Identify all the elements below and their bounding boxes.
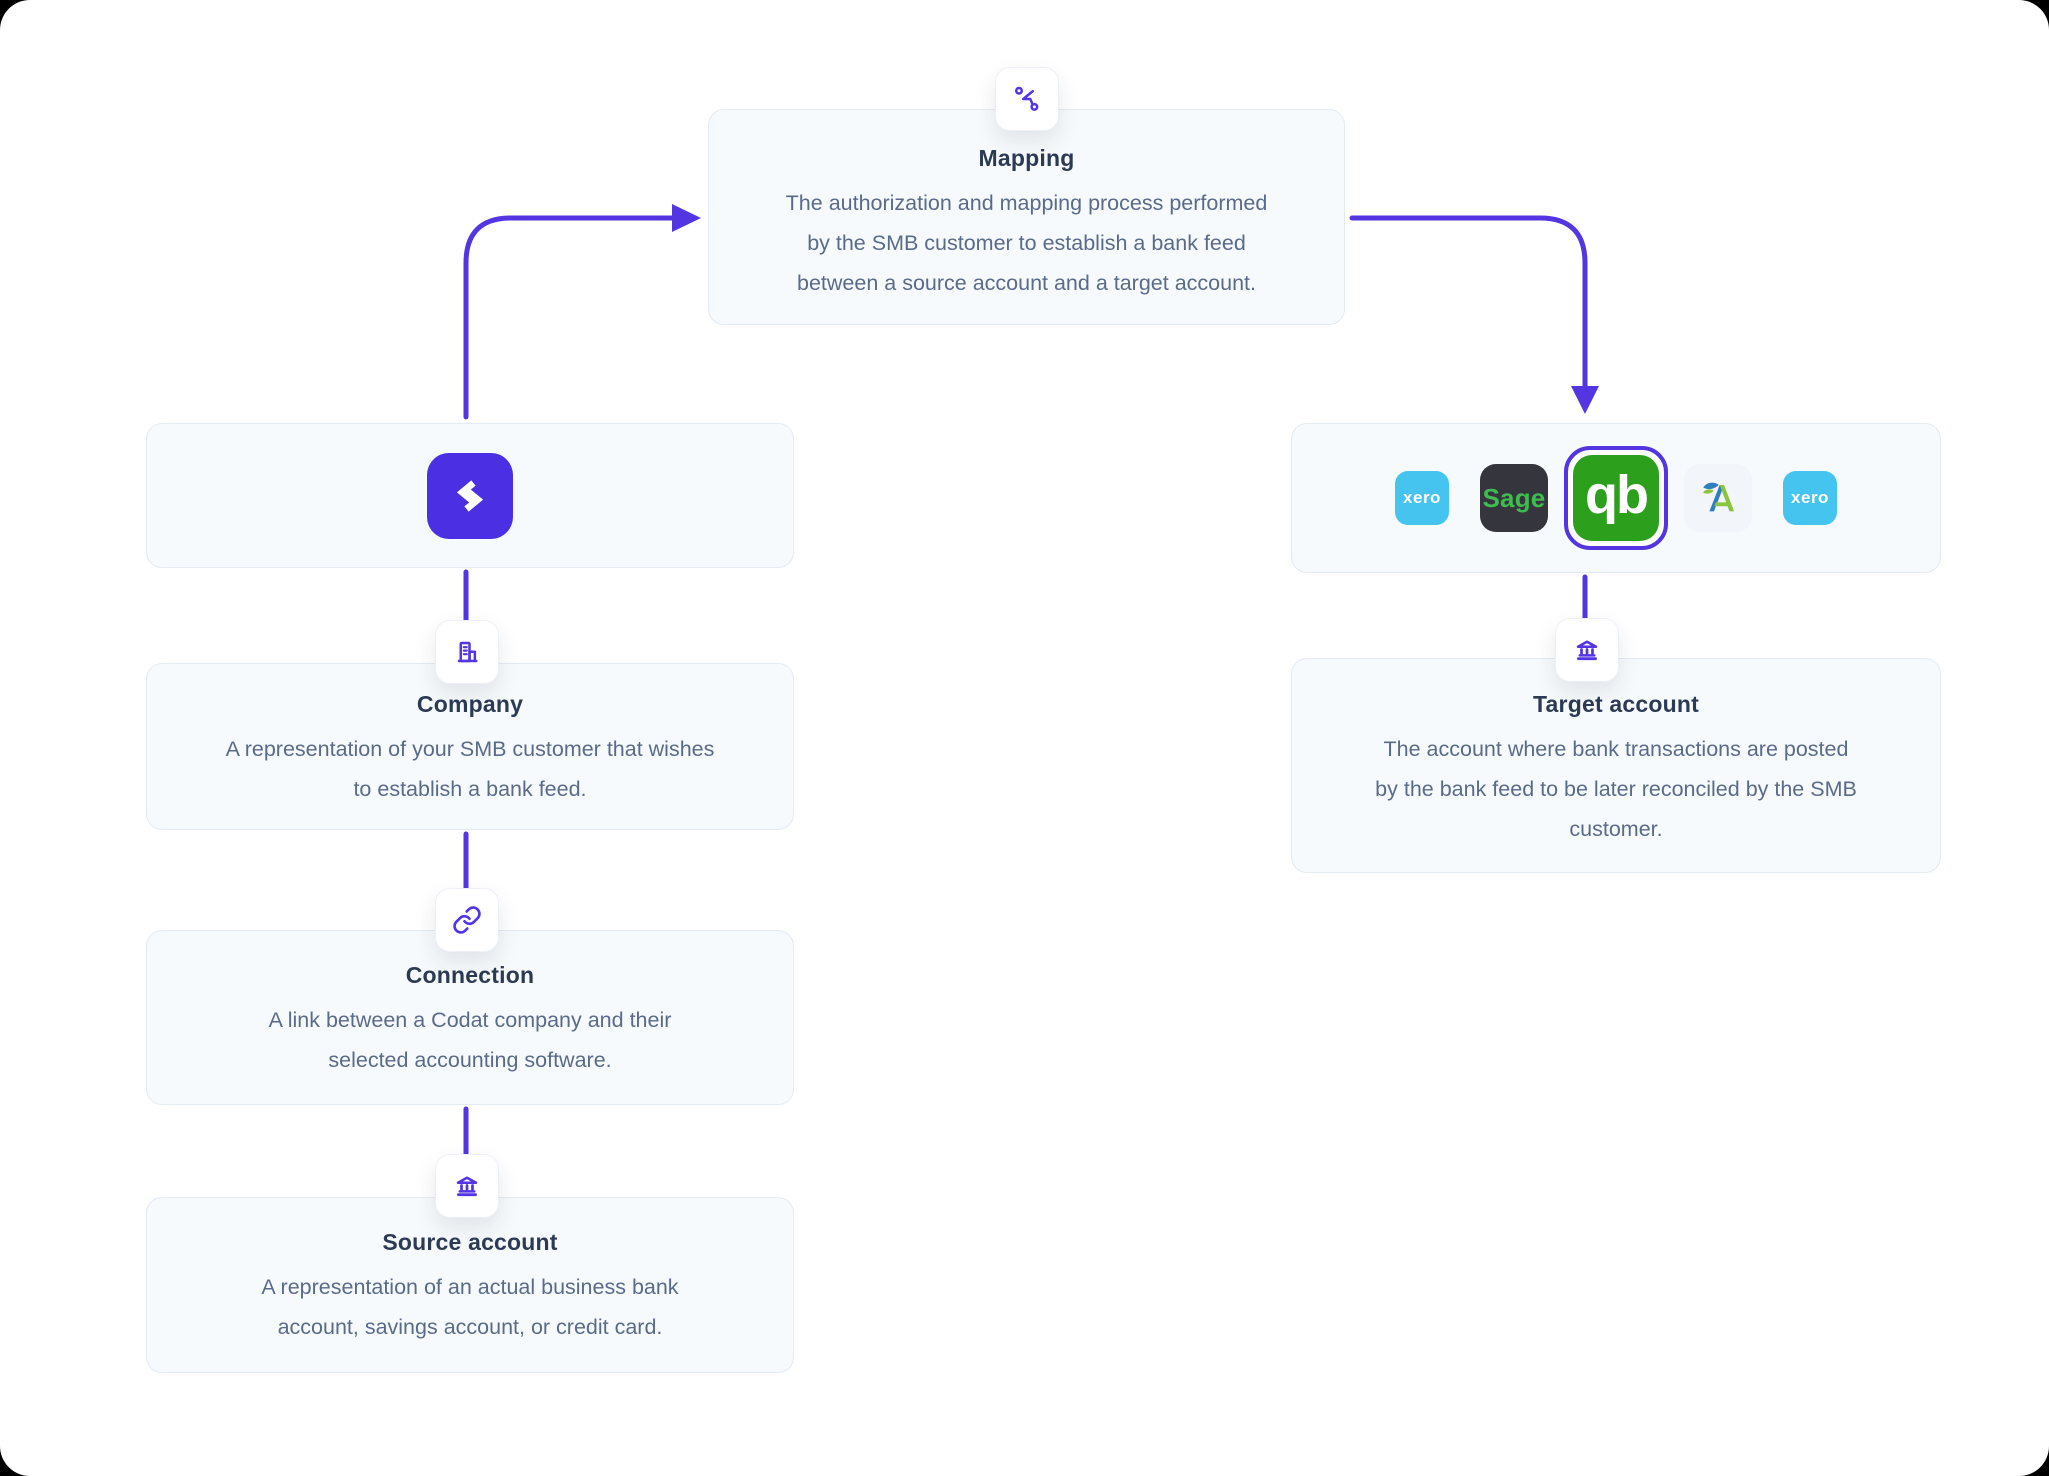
connection-description: A link between a Codat company and their…: [268, 1007, 672, 1072]
arrowhead-right-icon: [672, 204, 701, 232]
company-card: Company A representation of your SMB cus…: [146, 663, 794, 830]
mapping-icon-badge: [995, 67, 1059, 131]
xero-logo-text-2: xero: [1791, 488, 1829, 507]
connection-title: Connection: [405, 961, 535, 988]
arrowhead-down-icon: [1571, 386, 1599, 414]
target-account-card: Target account The account where bank tr…: [1291, 658, 1941, 873]
freeagent-logo-tile: [1684, 464, 1752, 532]
route-mapping-icon: [1014, 86, 1039, 111]
target-account-description: The account where bank transactions are …: [1375, 736, 1857, 841]
codat-logo: [427, 452, 513, 539]
source-account-title: Source account: [382, 1229, 558, 1255]
sage-logo-tile: Sage: [1480, 464, 1548, 532]
source-account-icon-badge: [435, 1154, 499, 1218]
company-description: A representation of your SMB customer th…: [225, 736, 715, 801]
quickbooks-logo-text: qb: [1585, 465, 1649, 525]
xero-logo-tile: xero: [1395, 471, 1449, 525]
connection-icon-badge: [435, 888, 499, 952]
quickbooks-logo-tile: qb: [1573, 455, 1659, 541]
building-icon: [457, 641, 478, 663]
bank-icon: [1576, 640, 1598, 661]
codat-card: [146, 423, 794, 568]
mapping-card: Mapping The authorization and mapping pr…: [708, 109, 1345, 325]
platform-logo-row: xero Sage qb xero: [1395, 446, 1837, 550]
source-account-card: Source account A representation of an ac…: [146, 1197, 794, 1373]
quickbooks-selected-ring: qb: [1564, 446, 1668, 550]
mapping-description: The authorization and mapping process pe…: [785, 191, 1268, 295]
sage-logo-text: Sage: [1482, 482, 1546, 513]
company-title: Company: [416, 690, 524, 717]
xero-logo-tile-2: xero: [1783, 471, 1837, 525]
accounting-platforms-card: xero Sage qb xero: [1291, 423, 1941, 573]
arrow-company-to-mapping: [463, 215, 675, 420]
freeagent-logo-icon: [1703, 482, 1735, 512]
target-account-icon-badge: [1555, 618, 1619, 682]
bank-icon: [456, 1176, 478, 1197]
target-account-title: Target account: [1533, 690, 1699, 717]
mapping-title: Mapping: [978, 145, 1075, 171]
xero-logo-text: xero: [1403, 488, 1441, 507]
connection-card: Connection A link between a Codat compan…: [146, 930, 794, 1105]
source-account-description: A representation of an actual business b…: [261, 1275, 679, 1339]
company-icon-badge: [435, 620, 499, 684]
link-icon: [453, 906, 481, 934]
arrow-mapping-to-platform: [1349, 215, 1588, 389]
code-brackets-icon: [456, 479, 484, 512]
